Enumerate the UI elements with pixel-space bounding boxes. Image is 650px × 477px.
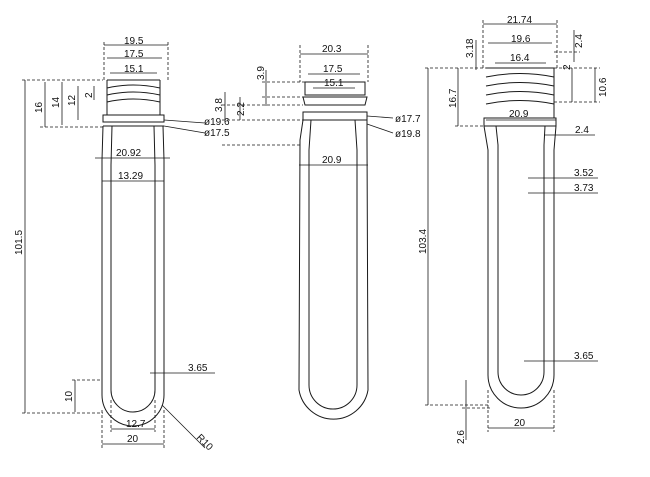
dim-right-wall-mid-2: 3.73 bbox=[574, 183, 594, 194]
dim-body-width-top: 20.92 bbox=[116, 148, 141, 159]
dim-thread-lower: 12 bbox=[67, 94, 78, 106]
dim-neck-width-inner: 15.1 bbox=[124, 64, 144, 75]
dim-right-neck-mid: 19.6 bbox=[511, 34, 531, 45]
left-preform: 19.5 17.5 15.1 101.5 16 14 12 2 ø19.6 ø1… bbox=[14, 36, 230, 453]
dim-ring-dia-2: ø17.5 bbox=[204, 128, 230, 139]
dim-thread-mid: 14 bbox=[51, 96, 62, 108]
dim-right-bottom-width: 20 bbox=[514, 418, 526, 429]
dim-bottom-radius-height: 10 bbox=[64, 390, 75, 402]
middle-preform: 20.3 17.5 15.1 3.9 3.8 2.2 ø17.7 ø19.8 2… bbox=[214, 44, 421, 420]
dim-right-wall-bottom: 3.65 bbox=[574, 351, 594, 362]
dim-right-neck-outer: 21.74 bbox=[507, 15, 532, 26]
dim-mid-ring-dia-1: ø17.7 bbox=[395, 114, 421, 125]
right-preform: 21.74 19.6 16.4 3.18 2.4 2 10.6 16.7 20.… bbox=[418, 15, 609, 444]
dim-right-wall-mid-1: 3.52 bbox=[574, 168, 594, 179]
dim-mid-neck-mid: 17.5 bbox=[323, 64, 343, 75]
dim-bottom-radius: R10 bbox=[194, 432, 215, 453]
dim-right-body-width: 20.9 bbox=[509, 109, 529, 120]
dim-right-bottom-offset: 2.6 bbox=[456, 430, 467, 444]
dim-right-top-right-height: 2.4 bbox=[574, 34, 585, 48]
dim-bottom-outer-width: 20 bbox=[127, 434, 139, 445]
dim-total-length: 101.5 bbox=[14, 230, 25, 255]
dim-right-thread-small: 2 bbox=[562, 64, 573, 70]
dim-right-neck-inner: 16.4 bbox=[510, 53, 530, 64]
dim-mid-ring-dia-2: ø19.8 bbox=[395, 129, 421, 140]
dim-neck-width-top: 19.5 bbox=[124, 36, 144, 47]
dim-mid-neck-outer: 20.3 bbox=[322, 44, 342, 55]
dim-right-neck-total-height: 10.6 bbox=[598, 77, 609, 97]
dim-bore-width: 13.29 bbox=[118, 171, 143, 182]
dim-right-thread-height: 16.7 bbox=[448, 88, 459, 108]
dim-bottom-inner-width: 12.7 bbox=[126, 419, 146, 430]
dim-thread-height: 16 bbox=[34, 101, 45, 113]
dim-right-total-length: 103.4 bbox=[418, 229, 429, 254]
dim-right-top-height: 3.18 bbox=[465, 38, 476, 58]
dim-ring-dia-1: ø19.6 bbox=[204, 117, 230, 128]
dim-wall-bottom: 3.65 bbox=[188, 363, 208, 374]
dim-right-wall-top: 2.4 bbox=[575, 125, 589, 136]
dim-ring-height-1: 3.8 bbox=[214, 98, 225, 112]
dim-mid-body-width: 20.9 bbox=[322, 155, 342, 166]
dim-thread-small: 2 bbox=[84, 92, 95, 98]
dim-lip-height: 3.9 bbox=[256, 66, 267, 80]
dim-neck-width-mid: 17.5 bbox=[124, 49, 144, 60]
dim-ring-height-2: 2.2 bbox=[236, 102, 247, 116]
dim-mid-neck-inner: 15.1 bbox=[324, 78, 344, 89]
